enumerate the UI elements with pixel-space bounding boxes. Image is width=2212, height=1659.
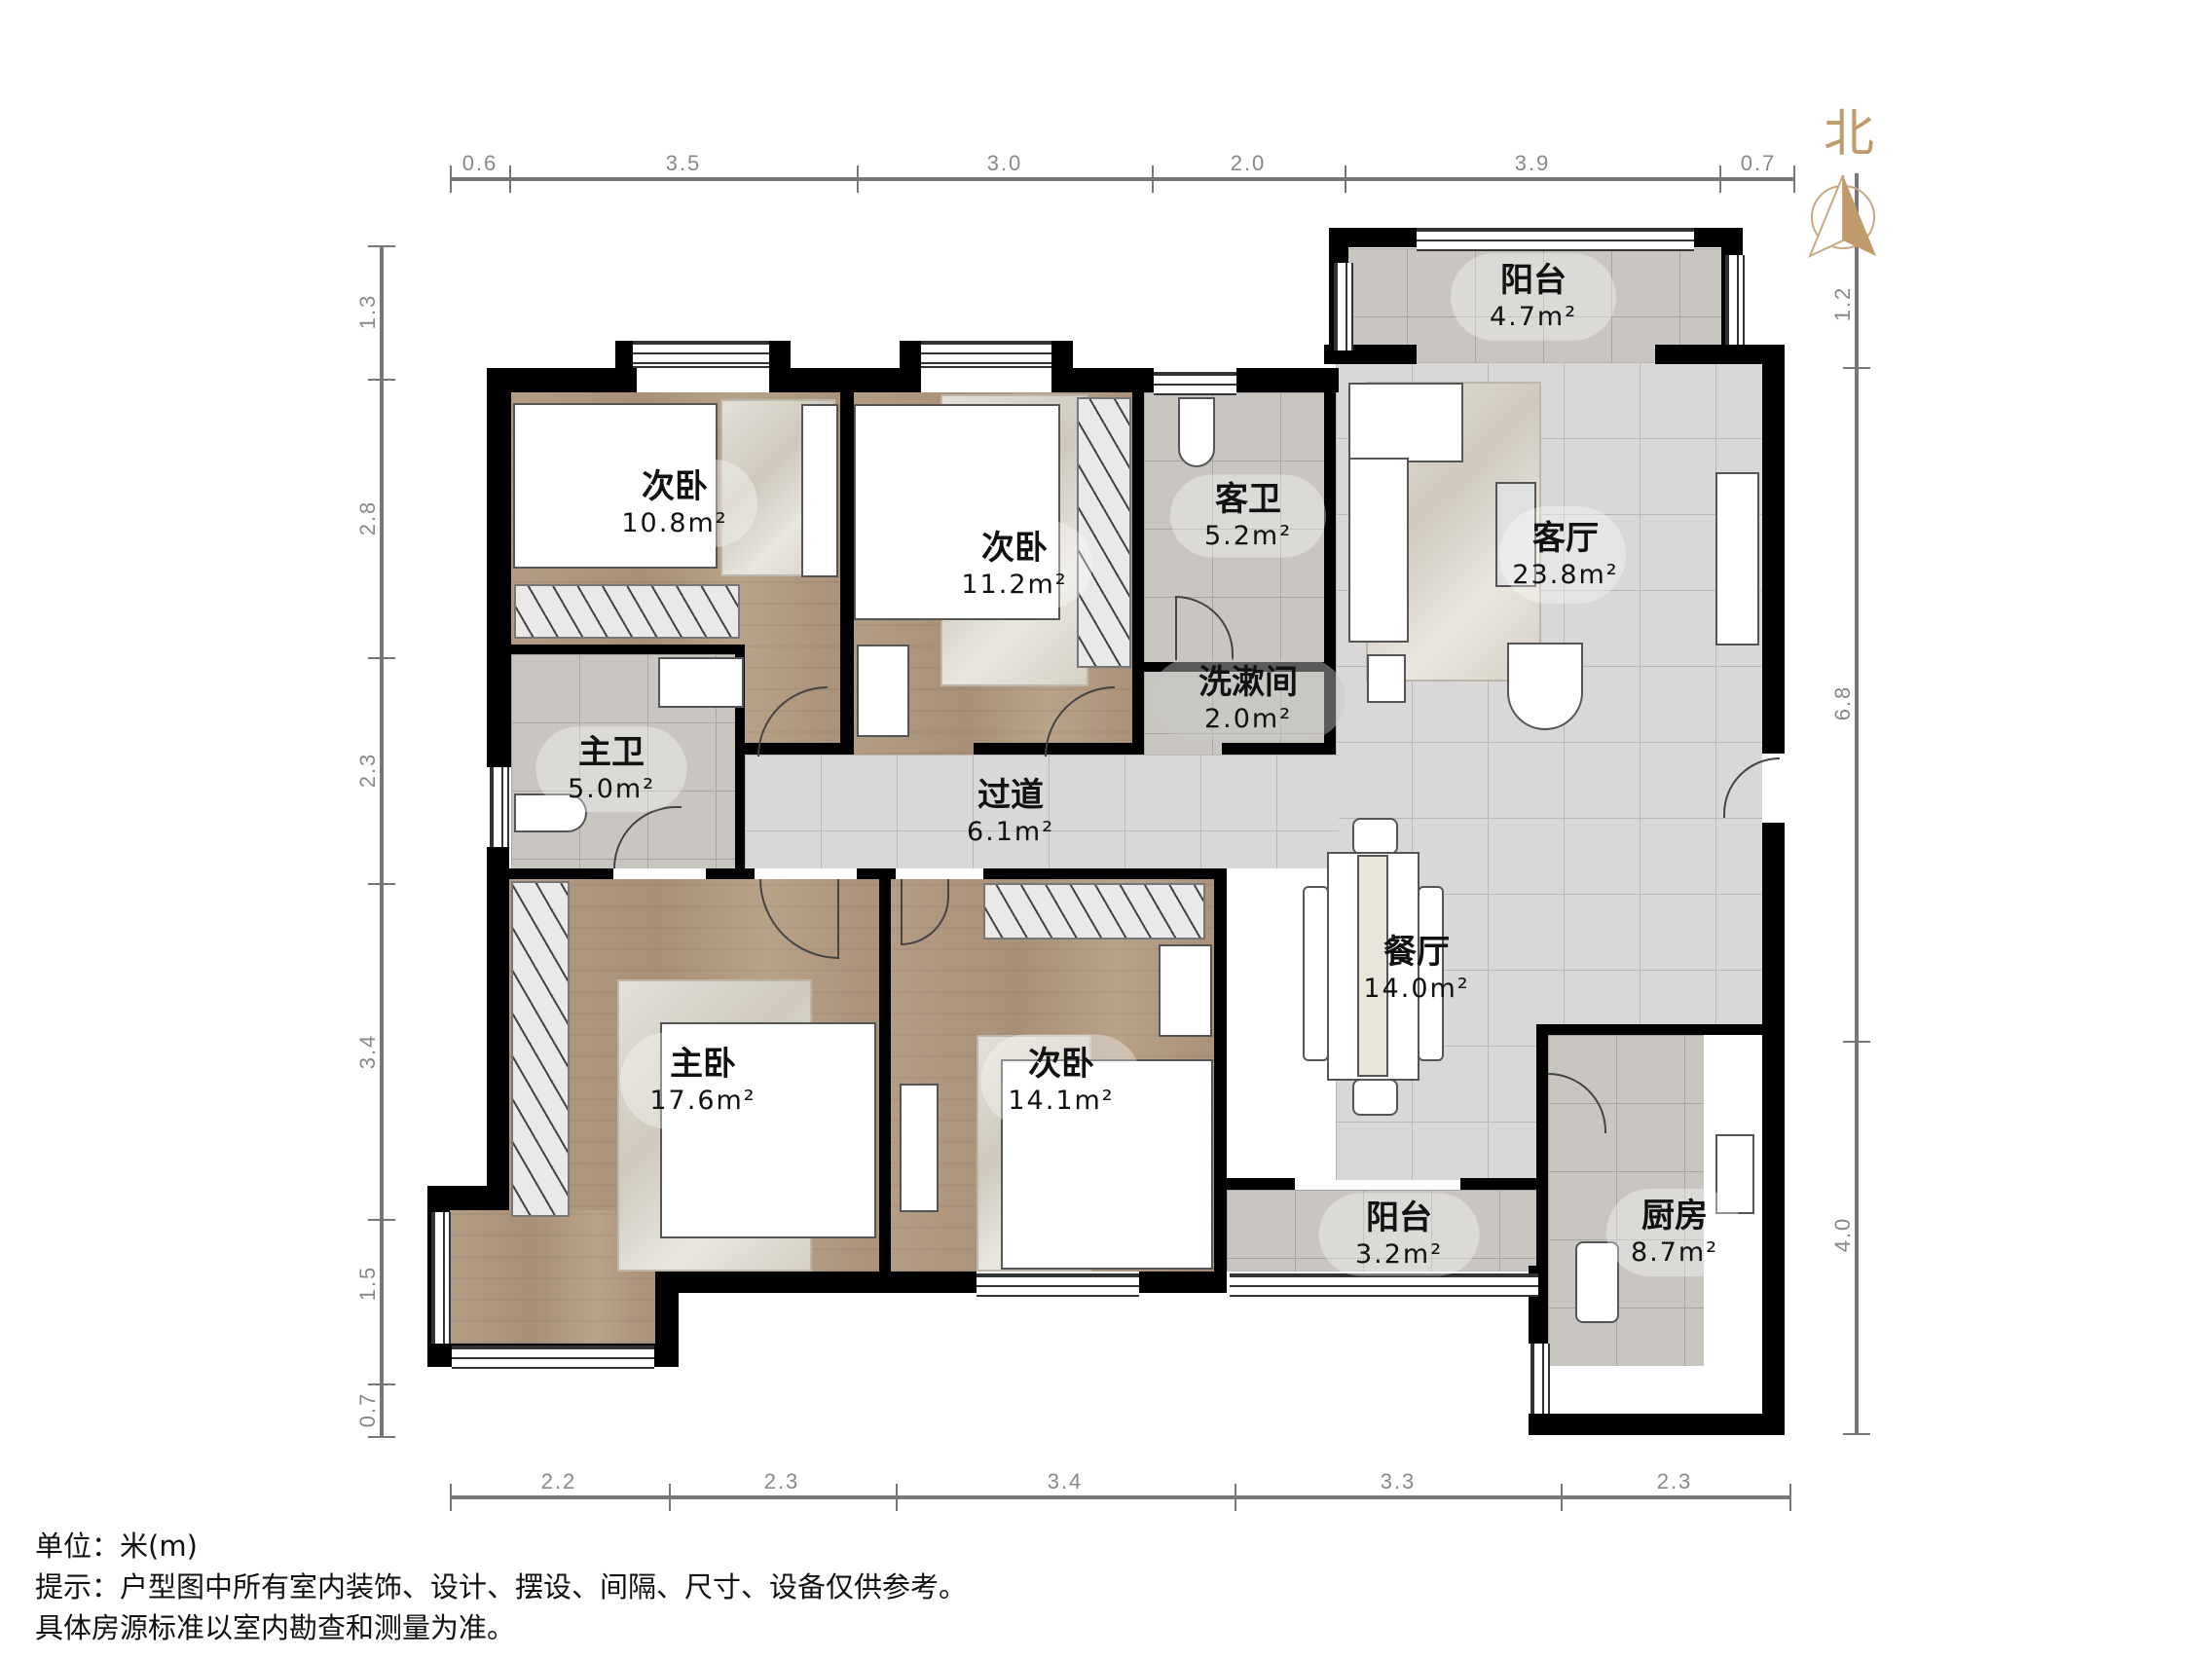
room-kitchen: 厨房 8.7m² xyxy=(1631,1196,1718,1270)
floor-corridor xyxy=(745,755,1339,868)
room-balcony-south: 阳台 3.2m² xyxy=(1355,1198,1443,1272)
dim-right-0: 1.2 xyxy=(1830,285,1855,322)
room-name: 洗漱间 xyxy=(1198,663,1298,702)
room-living-room: 客厅 23.8m² xyxy=(1512,518,1618,592)
dim-left-5: 0.7 xyxy=(355,1391,380,1428)
unit-note: 单位：米(m) xyxy=(35,1530,198,1563)
room-name: 客卫 xyxy=(1214,480,1281,519)
room-name: 主卫 xyxy=(577,733,645,772)
dim-right-1: 6.8 xyxy=(1830,684,1855,721)
dim-bottom-1: 2.3 xyxy=(763,1469,800,1493)
room-bedroom-nw: 次卧 10.8m² xyxy=(621,466,727,540)
dim-bottom-4: 2.3 xyxy=(1656,1469,1693,1493)
room-bedroom-south: 次卧 14.1m² xyxy=(1008,1044,1114,1118)
dim-top-5: 0.7 xyxy=(1740,151,1777,175)
room-name: 次卧 xyxy=(642,467,708,506)
room-area: 5.0m² xyxy=(567,774,656,804)
room-name: 餐厅 xyxy=(1383,933,1450,972)
room-corridor: 过道 6.1m² xyxy=(967,775,1054,849)
room-name: 厨房 xyxy=(1641,1197,1708,1235)
room-area: 11.2m² xyxy=(961,570,1068,600)
dim-top-4: 3.9 xyxy=(1514,151,1551,175)
room-area: 6.1m² xyxy=(966,817,1055,847)
room-master-bath: 主卫 5.0m² xyxy=(568,732,655,806)
hint-note: 提示：户型图中所有室内装饰、设计、摆设、间隔、尺寸、设备仅供参考。 xyxy=(35,1570,968,1604)
dim-top-1: 3.5 xyxy=(665,151,702,175)
room-area: 17.6m² xyxy=(649,1086,756,1116)
dim-bottom-0: 2.2 xyxy=(540,1469,577,1493)
north-label: 北 xyxy=(1824,105,1875,164)
room-name: 次卧 xyxy=(981,529,1048,568)
disclaimer-note: 具体房源标准以室内勘查和测量为准。 xyxy=(35,1611,516,1644)
dim-bottom-2: 3.4 xyxy=(1047,1469,1084,1493)
room-name: 阳台 xyxy=(1365,1198,1432,1237)
room-name: 次卧 xyxy=(1028,1045,1094,1084)
room-name: 阳台 xyxy=(1499,261,1567,300)
dim-left-2: 2.3 xyxy=(355,752,380,789)
floor-balcony-south xyxy=(1227,1190,1538,1272)
room-area: 5.2m² xyxy=(1203,521,1293,551)
room-bedroom-n: 次卧 11.2m² xyxy=(961,528,1067,602)
room-dining-room: 餐厅 14.0m² xyxy=(1363,932,1469,1006)
room-area: 14.0m² xyxy=(1363,974,1470,1004)
room-area: 8.7m² xyxy=(1630,1237,1719,1268)
room-balcony-north: 阳台 4.7m² xyxy=(1490,260,1577,334)
north-arrow-icon xyxy=(1808,174,1876,258)
dim-left-1: 2.8 xyxy=(355,499,380,536)
room-area: 23.8m² xyxy=(1512,560,1619,590)
floor-guest-bath xyxy=(1144,392,1324,755)
room-area: 4.7m² xyxy=(1489,302,1578,332)
dim-right-2: 4.0 xyxy=(1830,1216,1855,1253)
dim-top-0: 0.6 xyxy=(461,151,498,175)
north-compass: 北 xyxy=(1806,92,1903,268)
floor-balcony-north xyxy=(1339,248,1723,363)
dim-bottom-3: 3.3 xyxy=(1380,1469,1417,1493)
dim-left-4: 1.5 xyxy=(355,1265,380,1302)
room-area: 14.1m² xyxy=(1008,1086,1115,1116)
room-name: 主卧 xyxy=(670,1045,736,1084)
room-master-bedroom: 主卧 17.6m² xyxy=(649,1044,756,1118)
dim-left-0: 1.3 xyxy=(355,293,380,330)
room-area: 2.0m² xyxy=(1203,704,1293,734)
room-name: 客厅 xyxy=(1532,519,1599,558)
dim-top-2: 3.0 xyxy=(986,151,1023,175)
room-wash-room: 洗漱间 2.0m² xyxy=(1198,662,1298,736)
room-area: 10.8m² xyxy=(621,508,728,538)
dim-left-3: 3.4 xyxy=(355,1033,380,1070)
room-name: 过道 xyxy=(977,776,1044,815)
dim-top-3: 2.0 xyxy=(1230,151,1267,175)
room-area: 3.2m² xyxy=(1354,1239,1444,1270)
room-guest-bath: 客卫 5.2m² xyxy=(1204,479,1292,553)
